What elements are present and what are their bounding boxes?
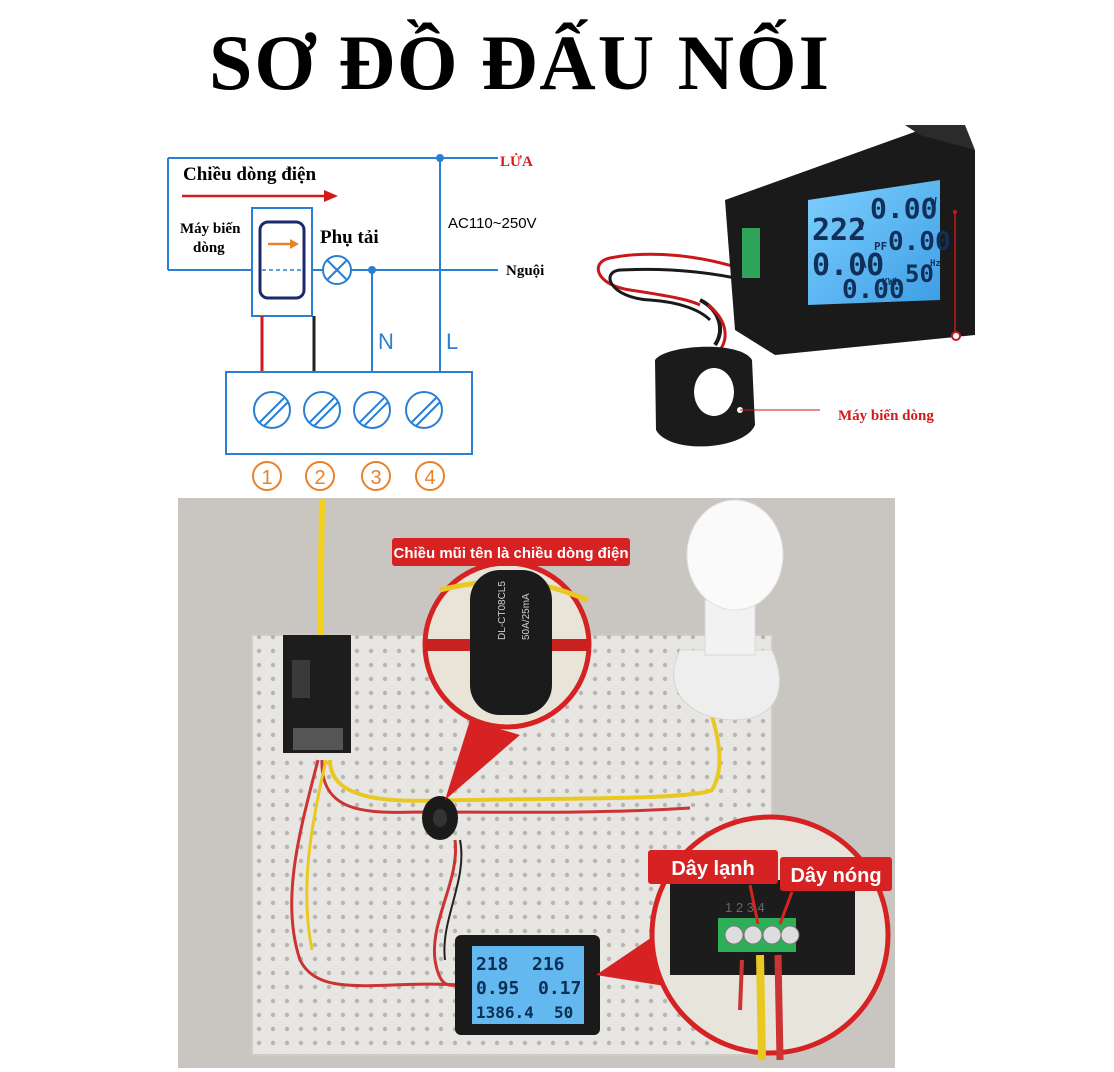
lamp-holder	[673, 649, 781, 721]
lcd-power-unit: W	[930, 195, 937, 208]
photo-meter-lcd	[472, 946, 584, 1024]
ct-callout-label: Máy biến dòng	[838, 408, 934, 424]
load-label: Phụ tải	[320, 227, 379, 248]
lcd-voltage: 222	[812, 213, 866, 248]
l-label: L	[446, 329, 458, 354]
hot-wire-badge	[780, 857, 892, 891]
terminal-2: 2	[314, 467, 325, 489]
cold-wire-badge	[648, 850, 778, 884]
terminal-1: 1	[261, 467, 272, 489]
product-illustration: 222 V 0.00 W 0.00 A PF 0.00 0.00 KWh 50 …	[597, 125, 975, 447]
schematic: Chiều dòng điện Máy biến dòng Phụ tải LỬ…	[167, 153, 544, 491]
lcd-energy-unit: KWh	[882, 277, 900, 288]
lcd-energy: 0.00	[842, 275, 905, 305]
current-direction-label: Chiều dòng điện	[183, 164, 316, 185]
wiring-photo: DL-CT08CL5 50A/25mA Chiều mũi tên là chi…	[178, 498, 895, 1068]
meter-row1a: 218	[476, 954, 509, 975]
cold-wire-label: Dây lạnh	[671, 858, 754, 880]
arrow-note-badge	[392, 538, 630, 566]
lcd-freq-unit: Hz	[930, 259, 941, 269]
meter-terminal-green	[742, 228, 760, 278]
meter-row1b: 216	[532, 954, 565, 975]
ct-core	[258, 220, 306, 300]
meter-row2a: 0.95	[476, 978, 519, 999]
ct-label-line2: dòng	[193, 240, 225, 256]
hot-wire-label: Dây nóng	[790, 865, 881, 887]
n-label: N	[378, 329, 394, 354]
meter-row3b: 50	[554, 1003, 573, 1022]
meter-row2b: 0.17	[538, 978, 581, 999]
page-title: SƠ ĐỒ ĐẤU NỐI	[209, 19, 831, 106]
lcd-freq: 50	[905, 260, 934, 288]
voltage-label: AC110~250V	[448, 215, 537, 232]
svg-text:50A/25mA: 50A/25mA	[521, 593, 532, 640]
lcd-voltage-unit: V	[858, 220, 865, 233]
lcd-power: 0.00	[870, 192, 937, 225]
arrow-note: Chiều mũi tên là chiều dòng điện	[393, 545, 628, 562]
meter-lcd	[808, 180, 940, 305]
lcd-current: 0.00	[812, 248, 884, 283]
ct-label-line1: Máy biến	[180, 221, 241, 237]
lamp-bulb	[686, 499, 784, 611]
live-label: LỬA	[500, 153, 533, 170]
zoom-terminal-numbers: 1 2 3 4	[725, 900, 765, 915]
lcd-current-unit: A	[860, 258, 867, 271]
lcd-pf-label: PF	[874, 240, 887, 253]
svg-text:DL-CT08CL5: DL-CT08CL5	[497, 581, 508, 640]
terminal-screws	[253, 391, 443, 429]
meter-row3a: 1386.4	[476, 1003, 534, 1022]
neutral-label: Nguội	[506, 263, 544, 279]
terminal-3: 3	[370, 467, 381, 489]
lcd-pf: 0.00	[888, 227, 951, 257]
terminal-numbers: 1 2 3 4	[252, 461, 445, 491]
terminal-4: 4	[424, 467, 435, 489]
